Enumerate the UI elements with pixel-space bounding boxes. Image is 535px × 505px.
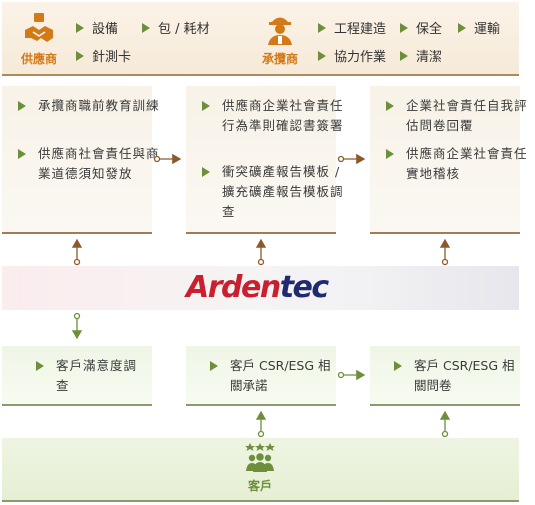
list-item: 衝突礦產報告模板 / 擴充礦產報告模板調查 xyxy=(202,162,352,222)
arrow-company-to-mid xyxy=(255,238,267,266)
supplier-item-3: 針測卡 xyxy=(76,46,131,65)
supplier-label: 供應商 xyxy=(20,52,57,66)
contractor-item-5: 清潔 xyxy=(400,46,442,65)
customer-label: 客戶 xyxy=(247,479,272,493)
contractor-item-2: 保全 xyxy=(400,18,442,37)
arrow-mid-to-right xyxy=(337,153,366,165)
list-item: 企業社會責任自我評估問卷回覆 xyxy=(386,96,535,136)
arrow-company-to-survey xyxy=(71,312,83,340)
supplier-contractor-band xyxy=(2,2,519,76)
customer-box-mid: 客戶 CSR/ESG 相關承諾 xyxy=(186,346,336,406)
ardentec-logo: Ardentec xyxy=(186,270,329,305)
supplier-box-left: 承攬商職前教育訓練 供應商社會責任與商業道德須知發放 xyxy=(2,86,159,234)
contractor-item-1: 工程建造 xyxy=(318,18,386,37)
contractor-role: 承攬商 xyxy=(255,12,305,67)
customer-box-left: 客戶滿意度調查 xyxy=(2,346,152,406)
handshake-icon xyxy=(25,13,53,42)
arrow-customer-to-questionnaire xyxy=(439,410,451,438)
arrow-customer-to-commitment xyxy=(255,410,267,438)
arrow-commitment-to-questionnaire xyxy=(337,369,366,381)
contractor-label: 承攬商 xyxy=(261,52,298,66)
supplier-box-right: 企業社會責任自我評估問卷回覆 供應商企業社會責任實地稽核 xyxy=(370,86,527,234)
arrow-left-to-mid xyxy=(153,153,182,165)
supplier-item-1: 設備 xyxy=(76,18,118,37)
arrow-company-to-right xyxy=(439,238,451,266)
worker-icon xyxy=(268,17,292,45)
customer-box-right: 客戶 CSR/ESG 相關問卷 xyxy=(370,346,520,406)
list-item: 客戶 CSR/ESG 相關承諾 xyxy=(210,356,340,396)
supplier-item-2: 包 / 耗材 xyxy=(142,18,210,37)
customers-icon xyxy=(245,443,275,472)
list-item: 客戶滿意度調查 xyxy=(36,356,146,396)
contractor-item-4: 協力作業 xyxy=(318,46,386,65)
company-band xyxy=(2,266,519,310)
list-item: 供應商企業社會責任行為準則確認書簽署 xyxy=(202,96,352,136)
list-item: 承攬商職前教育訓練 xyxy=(18,96,166,116)
arrow-company-to-left xyxy=(71,238,83,266)
supplier-role: 供應商 xyxy=(14,12,64,67)
list-item: 供應商社會責任與商業道德須知發放 xyxy=(18,144,166,184)
customer-role: 客戶 xyxy=(238,443,282,494)
list-item: 供應商企業社會責任實地稽核 xyxy=(386,144,535,184)
list-item: 客戶 CSR/ESG 相關問卷 xyxy=(394,356,524,396)
supplier-box-mid: 供應商企業社會責任行為準則確認書簽署 衝突礦產報告模板 / 擴充礦產報告模板調查 xyxy=(186,86,343,234)
contractor-item-3: 運輸 xyxy=(458,18,500,37)
